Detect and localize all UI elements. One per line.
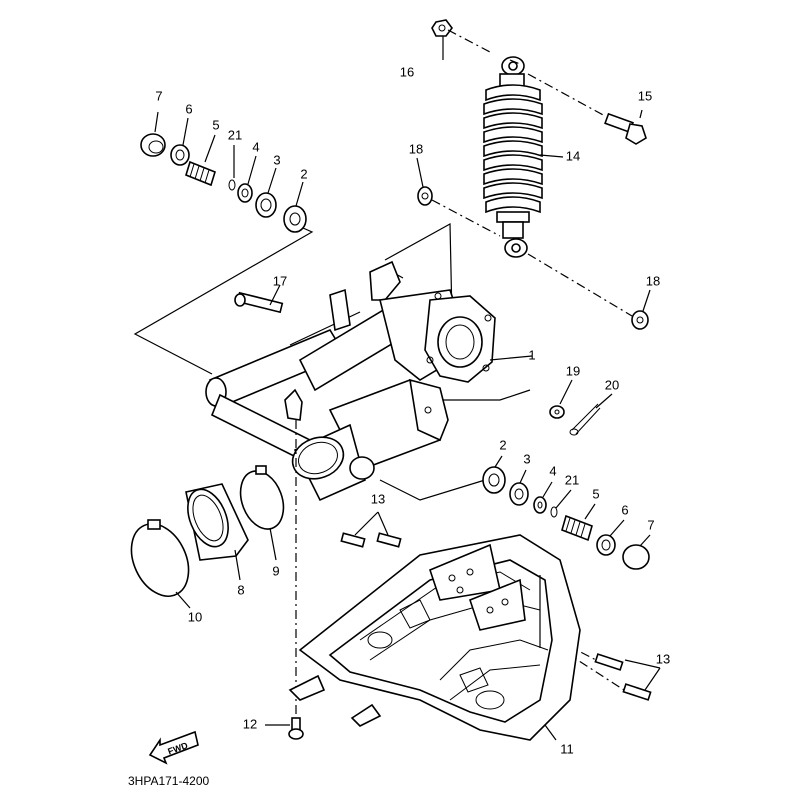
callout-18-upper: 18 — [409, 141, 423, 156]
callout-21-lower: 21 — [565, 472, 579, 487]
boot-8 — [185, 483, 249, 561]
callout-5-upper: 5 — [212, 117, 219, 132]
pivot-set-lower — [482, 466, 650, 570]
swingarm — [205, 260, 496, 502]
callout-11: 11 — [560, 741, 574, 756]
callout-15: 15 — [638, 88, 652, 103]
callout-13-upper: 13 — [371, 491, 385, 506]
bolt-13-upper — [340, 532, 402, 548]
callout-9: 9 — [272, 563, 279, 578]
washer-19 — [549, 405, 565, 419]
callout-6-lower: 6 — [621, 502, 628, 517]
callout-21-upper: 21 — [228, 127, 242, 142]
callout-7-lower: 7 — [647, 517, 654, 532]
washer-18-upper — [417, 186, 433, 206]
callout-14: 14 — [566, 148, 580, 163]
shock-absorber — [483, 56, 543, 258]
callout-10: 10 — [188, 609, 202, 624]
callout-12: 12 — [243, 716, 257, 731]
bolt-12 — [288, 717, 304, 740]
cotter-pin-20 — [569, 403, 601, 436]
band-10 — [130, 519, 190, 597]
callout-4-upper: 4 — [252, 139, 259, 154]
callout-19: 19 — [566, 363, 580, 378]
callout-6-upper: 6 — [185, 101, 192, 116]
callout-17: 17 — [273, 273, 287, 288]
callout-20: 20 — [605, 377, 619, 392]
callout-2-lower: 2 — [499, 437, 506, 452]
skid-plate — [288, 534, 581, 741]
callout-2-upper: 2 — [300, 166, 307, 181]
band-9 — [239, 465, 285, 530]
callout-18-lower: 18 — [646, 273, 660, 288]
callout-3-lower: 3 — [523, 451, 530, 466]
callout-1: 1 — [528, 347, 535, 362]
callout-4-lower: 4 — [549, 463, 556, 478]
callout-16: 16 — [400, 64, 414, 79]
nut-16 — [431, 19, 453, 37]
callout-7-upper: 7 — [155, 88, 162, 103]
washer-18-lower — [631, 310, 649, 330]
forward-direction-arrow: FWD — [148, 730, 199, 765]
pivot-shaft-17 — [234, 291, 284, 314]
diagram-code: 3HPA171-4200 — [128, 774, 209, 788]
bolt-15 — [604, 112, 647, 145]
callout-13-lower: 13 — [656, 651, 670, 666]
callout-8: 8 — [237, 582, 244, 597]
bolt-13-lower — [594, 653, 652, 701]
callout-5-lower: 5 — [592, 486, 599, 501]
callout-3-upper: 3 — [273, 152, 280, 167]
pivot-set-upper — [140, 133, 307, 233]
